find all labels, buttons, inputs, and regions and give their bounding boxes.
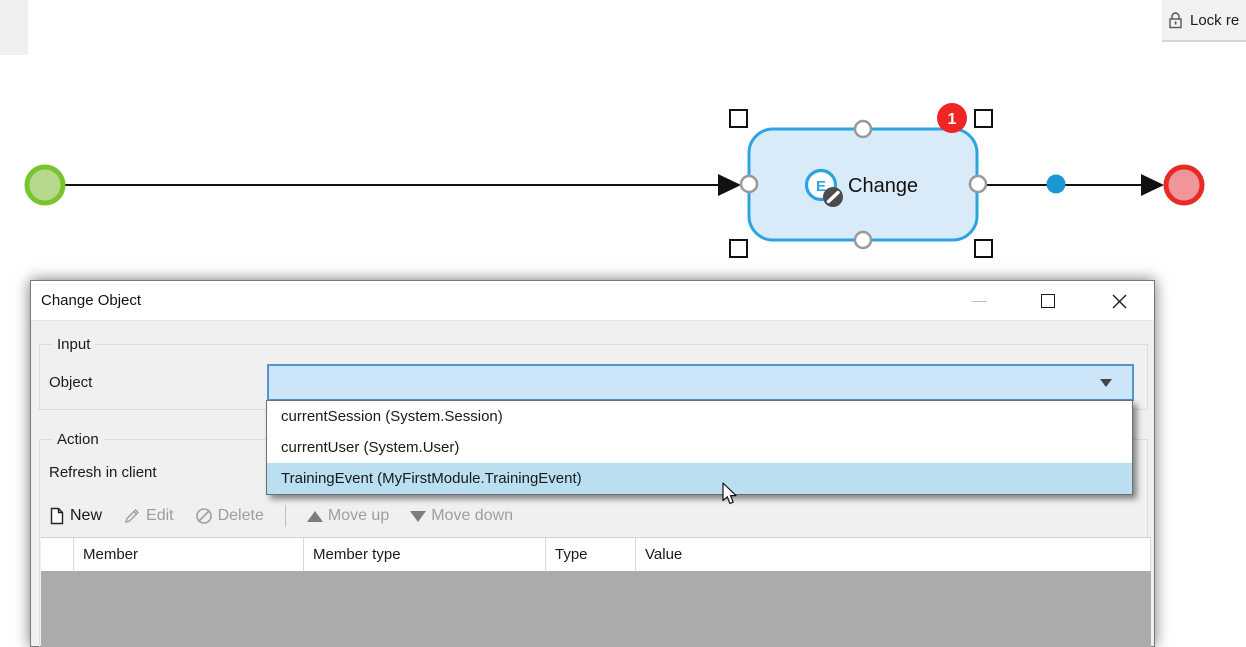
toolbar-separator <box>284 505 286 527</box>
member-column-header: Member <box>74 538 304 571</box>
start-event[interactable] <box>24 164 66 206</box>
member-type-column-header: Member type <box>304 538 546 571</box>
action-group-label: Action <box>52 431 104 448</box>
edit-button[interactable]: Edit <box>123 507 174 525</box>
arrowhead-icon <box>1141 174 1164 196</box>
dropdown-option-currentsession[interactable]: currentSession (System.Session) <box>281 408 503 425</box>
move-up-button[interactable]: Move up <box>306 507 390 525</box>
dialog-titlebar[interactable]: Change Object <box>31 281 1154 321</box>
change-activity-icon: E <box>804 168 843 207</box>
edit-pencil-icon <box>124 509 140 524</box>
delete-button-label: Delete <box>217 507 264 524</box>
selection-handle[interactable] <box>729 239 748 258</box>
move-down-button-label: Move down <box>431 507 514 524</box>
lock-button-clipped[interactable]: Lock re <box>1162 0 1246 40</box>
delete-icon <box>195 508 212 524</box>
edge-handle[interactable] <box>853 119 873 139</box>
activity-label: Change <box>848 175 918 197</box>
members-table-empty-body[interactable] <box>41 571 1151 647</box>
move-down-button[interactable]: Move down <box>410 507 513 525</box>
end-event[interactable] <box>1163 164 1205 206</box>
error-badge[interactable] <box>937 103 967 133</box>
object-dropdown-list: currentSession (System.Session) currentU… <box>266 400 1133 495</box>
new-button[interactable]: New <box>49 507 102 525</box>
edit-button-label: Edit <box>146 507 174 524</box>
selection-handle[interactable] <box>974 239 993 258</box>
maximize-button[interactable] <box>1025 281 1071 321</box>
edge-handle[interactable] <box>739 174 759 194</box>
move-down-icon <box>410 510 427 522</box>
object-field-label: Object <box>49 374 93 391</box>
new-button-label: New <box>70 507 103 524</box>
edge-handle[interactable] <box>853 230 873 250</box>
members-toolbar: New Edit Delete Move up <box>49 501 513 531</box>
edge-handle[interactable] <box>968 174 988 194</box>
maximize-icon <box>1041 294 1055 308</box>
microflow-canvas: E Change 1 <box>24 103 1205 258</box>
arrowhead-icon <box>718 174 741 196</box>
error-badge-count: 1 <box>948 111 957 128</box>
close-icon <box>1112 294 1126 308</box>
dropdown-option-currentuser[interactable]: currentUser (System.User) <box>281 439 460 456</box>
dialog-title: Change Object <box>41 292 142 309</box>
row-selector-column-header <box>41 538 74 571</box>
type-column-header: Type <box>546 538 636 571</box>
close-button[interactable] <box>1096 281 1142 321</box>
minimize-icon <box>971 300 987 302</box>
cursor-arrow-icon <box>722 482 737 505</box>
dropdown-option-trainingevent[interactable]: TrainingEvent (MyFirstModule.TrainingEve… <box>267 463 1132 494</box>
object-combobox[interactable] <box>267 364 1134 401</box>
new-document-icon <box>50 507 64 525</box>
move-up-button-label: Move up <box>327 507 390 524</box>
input-group-label: Input <box>52 336 96 353</box>
selection-handle[interactable] <box>729 109 748 128</box>
value-column-header: Value <box>636 538 1151 571</box>
flow-midpoint-dot[interactable] <box>1046 174 1066 194</box>
members-table: Member Member type Type Value <box>41 537 1151 647</box>
move-up-icon <box>306 510 323 522</box>
dropdown-arrow-icon <box>1100 379 1112 387</box>
minimize-button[interactable] <box>956 281 1002 321</box>
background-light-band <box>0 0 28 55</box>
svg-text:E: E <box>816 178 826 195</box>
lock-button-label: Lock re <box>1190 11 1240 29</box>
edit-overlay-icon <box>826 190 840 204</box>
selection-handle[interactable] <box>974 109 993 128</box>
refresh-in-client-label: Refresh in client <box>49 464 157 481</box>
members-table-header: Member Member type Type Value <box>41 538 1151 571</box>
lock-icon <box>1169 12 1182 29</box>
delete-button[interactable]: Delete <box>195 507 264 525</box>
